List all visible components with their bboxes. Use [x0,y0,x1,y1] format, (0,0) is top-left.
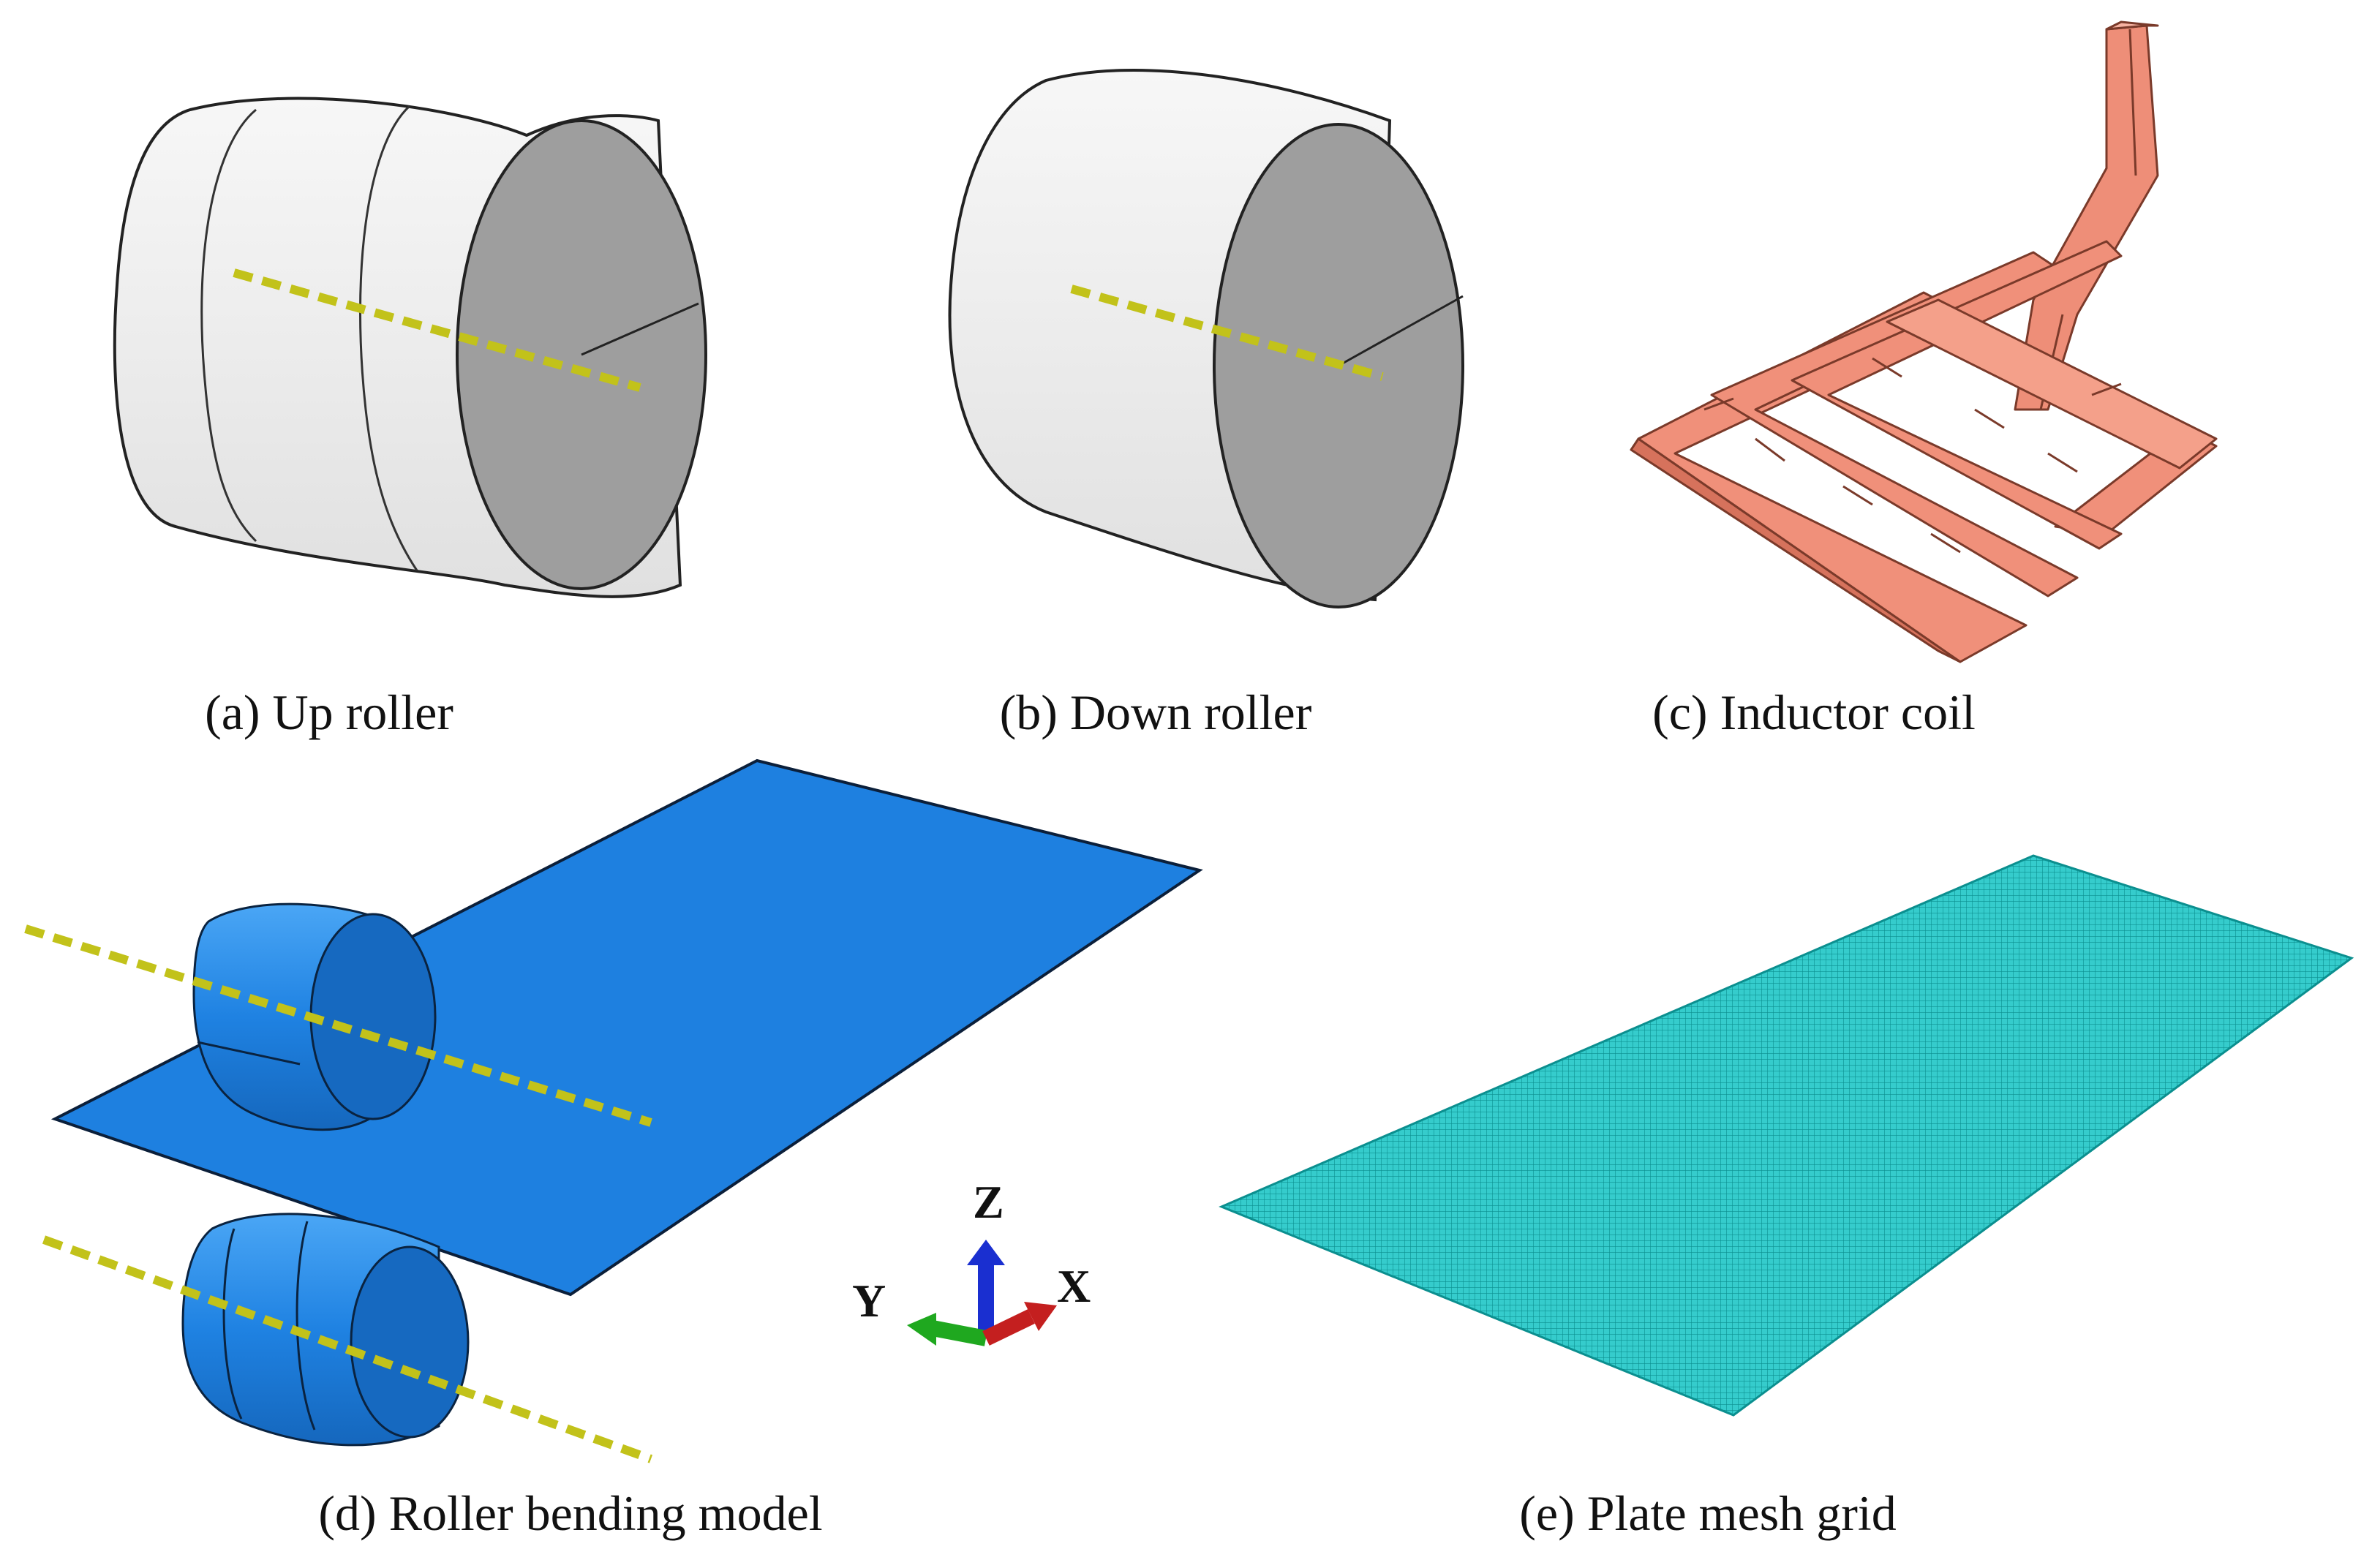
caption-roller-bending-model: (d) Roller bending model [318,1485,823,1541]
caption-plate-mesh-grid: (e) Plate mesh grid [1519,1485,1897,1541]
x-arrow [982,1309,1035,1346]
up-roller [113,97,707,598]
x-label: X [1057,1260,1091,1312]
lower-roller-axis [42,1235,653,1463]
upper-roller-axis [24,924,652,1127]
caption-up-roller: (a) Up roller [205,685,453,740]
up-roller-axis [233,268,641,392]
caption-down-roller: (b) Down roller [999,685,1312,740]
inductor-coil [1630,20,2218,663]
down-roller-axis [1070,284,1384,381]
z-label: Z [973,1176,1004,1228]
caption-inductor-coil: (c) Inductor coil [1652,685,1976,740]
y-arrow [927,1319,988,1346]
y-label: Y [852,1275,886,1327]
roller-bending-model [24,758,1203,1463]
mesh-plate [1219,854,2354,1417]
down-roller [948,69,1464,608]
axis-triad: Z Y X [852,1176,1091,1346]
